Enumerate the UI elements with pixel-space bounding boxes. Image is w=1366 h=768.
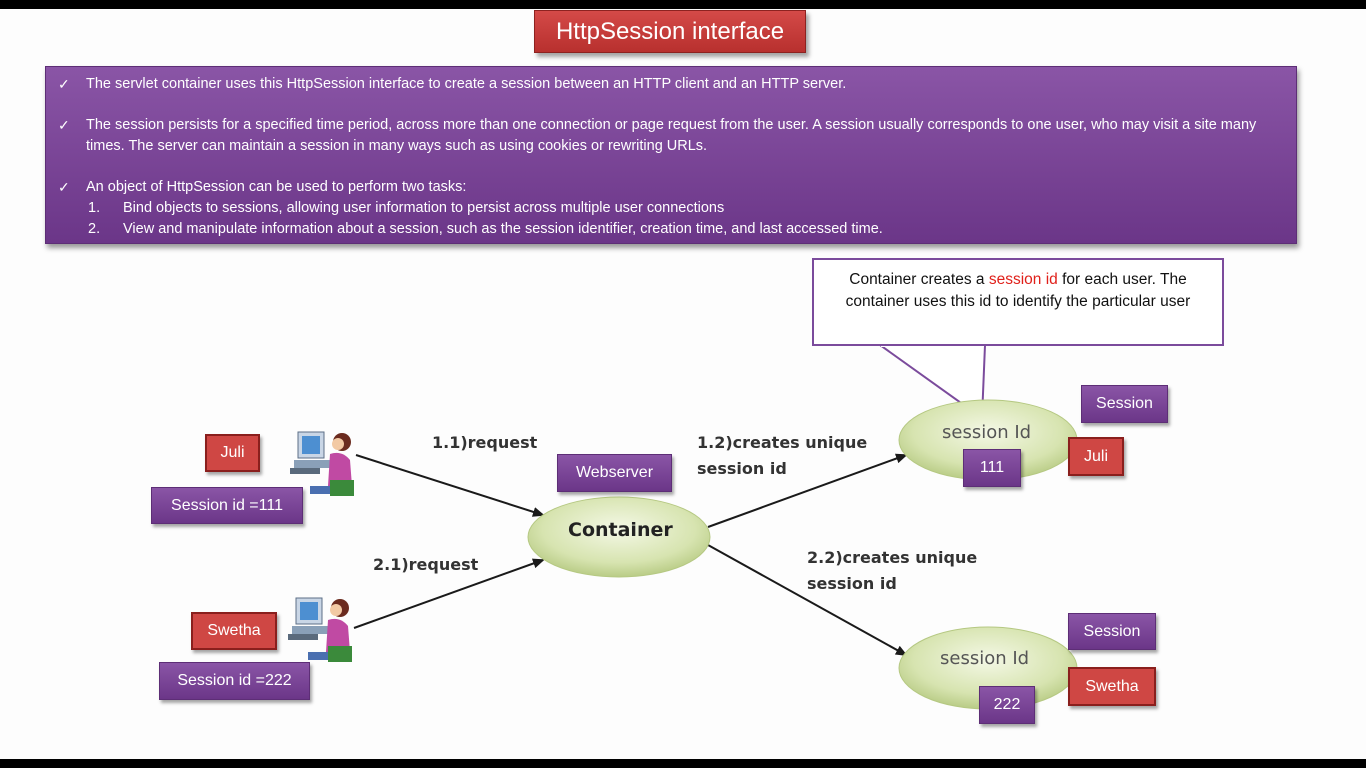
user-at-computer-icon [288, 597, 352, 662]
page-title: HttpSession interface [534, 10, 806, 53]
user-name-swetha: Swetha [191, 612, 277, 650]
info-panel: ✓ The servlet container uses this HttpSe… [45, 66, 1297, 244]
session-user-name: Juli [1068, 437, 1124, 476]
task-item: 1. Bind objects to sessions, allowing us… [46, 198, 1266, 219]
session-user-name: Swetha [1068, 667, 1156, 706]
arrow-label-create-1-line2: session id [697, 459, 787, 478]
checkmark-icon: ✓ [58, 76, 70, 92]
session-id-value: 111 [963, 449, 1021, 487]
bullet-1: ✓ The servlet container uses this HttpSe… [58, 74, 1266, 95]
arrow-create-1 [707, 453, 908, 528]
container-ellipse [527, 496, 711, 578]
bullet-1-text: The servlet container uses this HttpSess… [86, 76, 847, 92]
webserver-label: Webserver [557, 454, 672, 492]
session-tag: Session [1068, 613, 1156, 650]
session-ellipse-label: session Id [942, 422, 1032, 443]
bullet-3: ✓ An object of HttpSession can be used t… [58, 177, 1266, 240]
task-number: 1. [88, 200, 101, 216]
arrow-label-request-1: 1.1)request [432, 433, 538, 452]
task-number: 2. [88, 221, 101, 237]
user-session-id-juli: Session id =111 [151, 487, 303, 524]
session-id-value: 222 [979, 686, 1035, 724]
callout-highlight: session id [988, 271, 1058, 288]
checkmark-icon: ✓ [58, 179, 70, 195]
session-ellipse-label: session Id [940, 648, 1030, 669]
user-name-juli: Juli [205, 434, 260, 472]
bullet-3-text: An object of HttpSession can be used to … [86, 179, 467, 195]
arrow-label-create-2-line2: session id [807, 574, 897, 593]
session-id-callout: Container creates a session id for each … [812, 258, 1224, 346]
bullet-2: ✓ The session persists for a specified t… [58, 115, 1286, 157]
task-item: 2. View and manipulate information about… [46, 219, 1266, 240]
arrow-label-create-2: 2.2)creates unique session id [807, 545, 977, 597]
task-text: Bind objects to sessions, allowing user … [123, 200, 725, 216]
bullet-2-text: The session persists for a specified tim… [86, 117, 1257, 154]
callout-text-after: for each user. The container uses this i… [845, 271, 1191, 310]
container-label: Container [568, 519, 673, 541]
callout-text-before: Container creates a [849, 271, 989, 288]
top-border [0, 0, 1366, 9]
arrow-request-1 [355, 454, 545, 517]
task-text: View and manipulate information about a … [123, 221, 883, 237]
arrow-request-2 [353, 558, 545, 629]
arrow-label-create-2-line1: 2.2)creates unique [807, 548, 978, 567]
arrow-label-request-2: 2.1)request [373, 555, 479, 574]
bottom-border [0, 759, 1366, 768]
arrow-label-create-1-line1: 1.2)creates unique [697, 433, 868, 452]
session-tag: Session [1081, 385, 1168, 423]
user-session-id-swetha: Session id =222 [159, 662, 310, 700]
arrow-create-2 [707, 544, 908, 656]
checkmark-icon: ✓ [58, 117, 70, 133]
task-list: 1. Bind objects to sessions, allowing us… [46, 198, 1266, 240]
user-at-computer-icon [290, 431, 354, 496]
arrow-label-create-1: 1.2)creates unique session id [697, 430, 867, 482]
